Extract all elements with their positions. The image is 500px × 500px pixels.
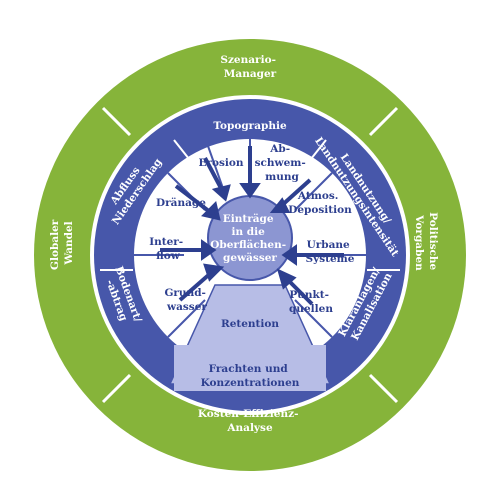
label-punktquellen: Punkt- quellen	[289, 289, 333, 315]
outer-top-label: Szenario- Manager	[220, 54, 279, 80]
output-arrow	[174, 345, 326, 391]
center-line-4: gewässer	[223, 252, 277, 264]
middle-top-label: Topographie	[213, 120, 287, 132]
label-urbane-line-2: Systeme	[306, 253, 355, 265]
label-grund-line-2: wasser	[166, 301, 207, 313]
outer-right-label: Politische Vorgaben	[413, 212, 439, 274]
output-line-1: Frachten und	[209, 363, 289, 375]
label-urbane-systeme: Urbane Systeme	[306, 239, 355, 265]
output-label: Frachten und Konzentrationen	[201, 363, 300, 389]
label-atmos-line-2: Deposition	[288, 204, 352, 216]
label-urbane-line-1: Urbane	[307, 239, 350, 251]
output-line-2: Konzentrationen	[201, 377, 300, 389]
center-line-1: Einträge	[223, 213, 274, 225]
label-abschwemmung: Ab- schwem- mung	[255, 143, 310, 183]
label-grund-line-1: Grund-	[164, 287, 205, 299]
label-grundwasser: Grund- wasser	[164, 287, 209, 313]
label-interflow-line-2: flow	[156, 250, 181, 262]
label-erosion: Erosion	[198, 157, 243, 169]
outer-left-line-2: Wandel	[63, 221, 75, 265]
label-atmos-deposition: Atmos. Deposition	[288, 190, 352, 216]
label-punkt-line-2: quellen	[289, 303, 333, 315]
retention-label: Retention	[221, 318, 279, 330]
flow-arrows	[160, 146, 344, 306]
outer-bottom-line-1: Kosten-Effizienz-	[198, 408, 299, 420]
label-abschwemmung-line-3: mung	[265, 171, 299, 183]
label-atmos-line-1: Atmos.	[297, 190, 339, 202]
label-draenage: Dränage	[156, 197, 206, 209]
label-abschwemmung-line-2: schwem-	[255, 157, 306, 169]
outer-left-line-1: Globaler	[49, 219, 61, 270]
outer-right-line-2: Vorgaben	[413, 214, 425, 271]
outer-right-line-1: Politische	[427, 212, 439, 270]
center-line-2: in die	[232, 226, 266, 238]
label-interflow-line-1: Inter-	[149, 236, 183, 248]
outer-ring-dividers	[101, 106, 399, 404]
outer-bottom-line-2: Analyse	[226, 422, 273, 434]
label-abschwemmung-line-1: Ab-	[269, 143, 290, 155]
outer-top-line-2: Manager	[224, 68, 277, 80]
outer-left-label: Globaler Wandel	[49, 216, 75, 270]
label-punkt-line-1: Punkt-	[289, 289, 329, 301]
center-line-3: Oberflächen-	[210, 239, 286, 251]
outer-bottom-label: Kosten-Effizienz- Analyse	[198, 408, 302, 434]
label-interflow: Inter- flow	[149, 236, 187, 262]
outer-top-line-1: Szenario-	[220, 54, 276, 66]
center-label: Einträge in die Oberflächen- gewässer	[210, 213, 290, 264]
